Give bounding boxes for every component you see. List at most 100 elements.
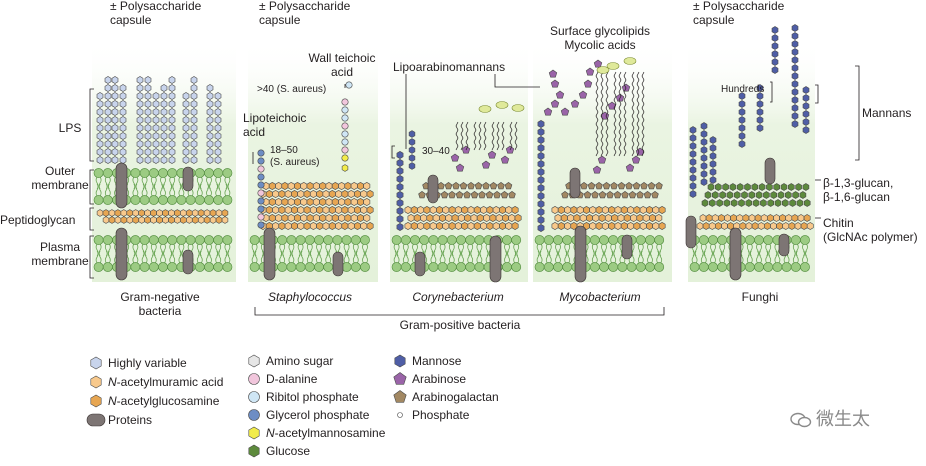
mannan-sugar bbox=[791, 32, 799, 40]
lipid-head bbox=[474, 262, 485, 272]
outer-membrane-protein bbox=[182, 166, 194, 192]
peptidoglycan-sugar bbox=[272, 190, 280, 198]
glucan-sugar bbox=[751, 183, 759, 191]
lipid-head bbox=[360, 235, 370, 245]
peptidoglycan-sugar bbox=[423, 206, 431, 214]
mannan-sugar bbox=[689, 134, 697, 142]
lps-sugar bbox=[111, 156, 119, 164]
lps-sugar bbox=[136, 84, 144, 92]
peptidoglycan-sugar bbox=[360, 206, 368, 214]
peptidoglycan-sugar bbox=[564, 206, 572, 214]
arabinose bbox=[578, 90, 588, 99]
peptidoglycan-sugar bbox=[658, 222, 666, 230]
coryne-count-bracket bbox=[391, 145, 395, 159]
surface-glycolipid bbox=[495, 101, 509, 109]
peptidoglycan-label: Peptidoglycan bbox=[0, 213, 76, 227]
lipid-head bbox=[158, 195, 168, 205]
lps-sugar bbox=[160, 156, 168, 164]
lipoteichoic-unit bbox=[257, 213, 265, 221]
legend-item-label: Amino sugar bbox=[266, 354, 334, 368]
arabinogalactan bbox=[448, 191, 456, 199]
peptidoglycan-sugar bbox=[514, 214, 522, 222]
peptidoglycan-sugar bbox=[357, 182, 364, 190]
lps-sugar bbox=[111, 148, 119, 156]
lps-sugar bbox=[190, 140, 198, 148]
lipid-head bbox=[608, 262, 619, 272]
wall-teichoic-unit bbox=[341, 114, 349, 122]
glucan-sugar bbox=[722, 183, 729, 191]
lipid-head bbox=[781, 262, 792, 272]
lipid-tail bbox=[802, 250, 808, 264]
lps-sugar bbox=[111, 140, 119, 148]
lps-sugar bbox=[160, 100, 168, 108]
lipid-head bbox=[562, 235, 573, 245]
peptidoglycan-sugar bbox=[751, 222, 759, 230]
peptidoglycan-sugar bbox=[492, 206, 500, 214]
lps-sugar bbox=[206, 84, 214, 92]
peptidoglycan-sugar bbox=[363, 182, 371, 190]
peptidoglycan-sugar bbox=[363, 214, 371, 222]
mannose-chain bbox=[408, 138, 416, 146]
lps-sugar bbox=[168, 100, 176, 108]
peptidoglycan-sugar bbox=[150, 209, 157, 217]
lps-sugar bbox=[104, 84, 112, 92]
peptidoglycan-sugar bbox=[126, 209, 133, 217]
peptidoglycan-sugar bbox=[429, 206, 437, 214]
peptidoglycan-sugar bbox=[788, 222, 796, 230]
peptidoglycan-sugar bbox=[174, 209, 181, 217]
peptidoglycan-sugar bbox=[354, 222, 361, 230]
lps-sugar bbox=[160, 116, 168, 124]
mannan-sugar bbox=[791, 104, 799, 112]
peptidoglycan-sugar bbox=[192, 216, 199, 224]
glucan-sugar bbox=[738, 199, 745, 207]
lipid-tail bbox=[169, 183, 176, 197]
peptidoglycan-sugar bbox=[138, 209, 145, 217]
lipid-head bbox=[599, 262, 609, 272]
glucan-sugar bbox=[719, 191, 726, 199]
lipid-head bbox=[654, 262, 665, 272]
mannan-sugar bbox=[756, 124, 764, 132]
lipid-head bbox=[635, 262, 646, 272]
lps-sugar bbox=[190, 84, 198, 92]
peptidoglycan-sugar bbox=[108, 209, 116, 217]
surface-glycolipids-label: Surface glycolipids Mycolic acids bbox=[549, 24, 651, 52]
legend-item-label: Proteins bbox=[108, 413, 153, 427]
peptidoglycan-sugar bbox=[708, 222, 716, 230]
count-30-40-label: 30–40 bbox=[422, 146, 450, 157]
mannose-chain bbox=[537, 152, 545, 160]
lps-sugar bbox=[190, 124, 198, 132]
lipoteichoic-unit bbox=[257, 197, 265, 205]
glucan-sugar bbox=[736, 183, 744, 191]
peptidoglycan-sugar bbox=[464, 214, 472, 222]
glucan-sugar bbox=[707, 183, 715, 191]
mannan-sugar bbox=[738, 92, 746, 100]
lipid-tail bbox=[251, 250, 258, 264]
mannose-chain bbox=[537, 224, 545, 232]
peptidoglycan-sugar bbox=[646, 206, 653, 214]
wechat-icon bbox=[790, 412, 812, 428]
glucan-sugar bbox=[777, 191, 785, 199]
arabinose-swatch bbox=[393, 372, 407, 385]
peptidoglycan-sugar bbox=[711, 214, 719, 222]
gram-positive-bracket bbox=[254, 307, 665, 316]
mannan-sugar bbox=[709, 160, 717, 168]
lps-sugar bbox=[152, 92, 160, 100]
mannan-sugar bbox=[791, 88, 799, 96]
lipid-head bbox=[800, 262, 810, 272]
lps-sugar bbox=[190, 116, 198, 124]
lipid-head bbox=[148, 195, 159, 205]
peptidoglycan-sugar bbox=[354, 190, 361, 198]
lipid-head bbox=[511, 262, 522, 272]
lipid-tail bbox=[297, 250, 304, 264]
lipid-tail bbox=[279, 250, 286, 264]
mannose-chain bbox=[537, 144, 545, 152]
mannans-label: Mannans bbox=[862, 106, 912, 120]
mannan-sugar bbox=[771, 42, 779, 50]
peptidoglycan-sugar bbox=[564, 222, 572, 230]
chitin-label: Chitin (GlcNAc polymer) bbox=[823, 216, 918, 244]
lipid-head bbox=[465, 235, 476, 245]
lipid-tail bbox=[215, 183, 222, 197]
lps-sugar bbox=[152, 148, 160, 156]
peptidoglycan-sugar bbox=[649, 214, 656, 222]
lipid-head bbox=[213, 195, 224, 205]
